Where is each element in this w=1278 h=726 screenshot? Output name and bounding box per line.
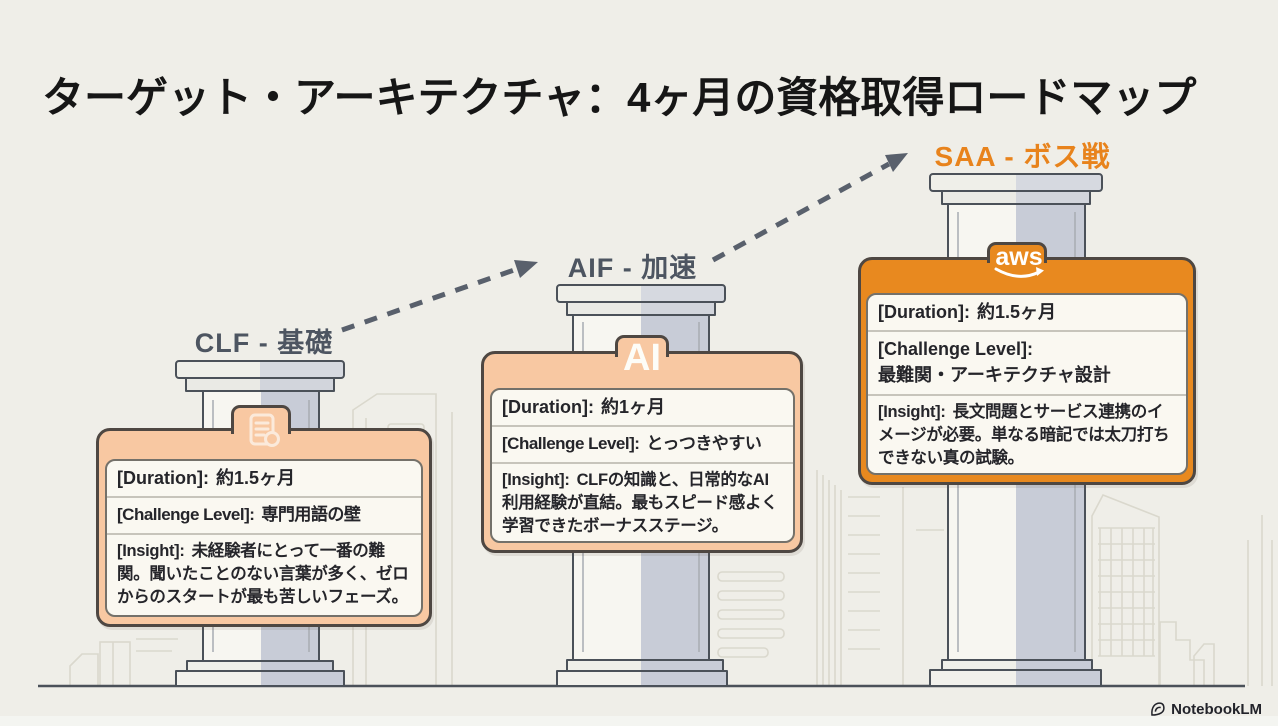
stage-card-panel: [Duration]: 約1.5ヶ月 [Challenge Level]: 最難関・…	[866, 293, 1188, 475]
challenge-row: [Challenge Level]: 専門用語の壁	[107, 496, 421, 533]
row-value: 専門用語の壁	[261, 505, 361, 525]
stage-card-clf: [Duration]: 約1.5ヶ月 [Challenge Level]: 専門用語…	[96, 405, 432, 627]
insight-row: [Insight]:未経験者にとって一番の難関。聞いたことのない言葉が多く、ゼロ…	[107, 533, 421, 614]
row-label: [Challenge Level]:	[502, 434, 640, 454]
row-value: 最難関・アーキテクチャ設計	[878, 364, 1111, 385]
aws-smile-arrow-icon	[994, 267, 1044, 278]
stage-card-panel: [Duration]: 約1.5ヶ月 [Challenge Level]: 専門用語…	[105, 459, 423, 617]
row-label: [Insight]:	[502, 471, 570, 490]
insight-row: [Insight]:長文問題とサービス連携のイメージが必要。単なる暗記では太刀打…	[868, 394, 1186, 473]
stage-card-aif: AI [Duration]: 約1ヶ月 [Challenge Level]: とっつ…	[481, 335, 803, 553]
row-value: 約1.5ヶ月	[976, 302, 1057, 322]
progress-arrow-clf-to-aif	[341, 260, 538, 333]
row-value: 約1.5ヶ月	[215, 468, 296, 488]
progress-arrow-aif-to-saa	[711, 153, 908, 263]
duration-row: [Duration]: 約1ヶ月	[492, 390, 793, 425]
insight-row: [Insight]:CLFの知識と、日常的なAI利用経験が直結。最もスピード感よ…	[492, 462, 793, 541]
stage-label-aif: AIF - 加速	[567, 253, 698, 283]
aws-logo: aws	[861, 245, 1177, 282]
challenge-row: [Challenge Level]: 最難関・アーキテクチャ設計	[868, 330, 1186, 394]
stage-card-panel: [Duration]: 約1ヶ月 [Challenge Level]: とっつきやす…	[490, 388, 795, 543]
footer-brand-name: NotebookLM	[1171, 701, 1262, 718]
row-label: [Duration]:	[878, 302, 970, 322]
notebooklm-logo-icon	[1151, 702, 1165, 716]
row-label: [Duration]:	[117, 468, 209, 488]
page-title: ターゲット・アーキテクチャ：4ヶ月の資格取得ロードマップ	[42, 74, 1197, 122]
row-label: [Challenge Level]:	[878, 339, 1034, 360]
duration-row: [Duration]: 約1.5ヶ月	[868, 295, 1186, 330]
footer-brand: NotebookLM	[1149, 701, 1262, 718]
row-label: [Duration]:	[502, 397, 594, 417]
row-label: [Challenge Level]:	[117, 505, 255, 525]
challenge-row: [Challenge Level]: とっつきやすい	[492, 425, 793, 462]
row-label: [Insight]:	[117, 542, 185, 561]
stage-label-clf: CLF - 基礎	[194, 328, 334, 358]
stage-card-saa: aws [Duration]: 約1.5ヶ月 [Challenge Level]:…	[858, 242, 1196, 485]
row-value: とっつきやすい	[646, 434, 762, 454]
document-search-icon	[99, 411, 429, 451]
duration-row: [Duration]: 約1.5ヶ月	[107, 461, 421, 496]
stage-label-saa: SAA - ボス戦	[934, 141, 1111, 172]
row-label: [Insight]:	[878, 403, 946, 422]
ai-badge: AI	[623, 337, 661, 379]
bottom-strip	[0, 716, 1278, 726]
row-value: 約1ヶ月	[600, 397, 665, 417]
